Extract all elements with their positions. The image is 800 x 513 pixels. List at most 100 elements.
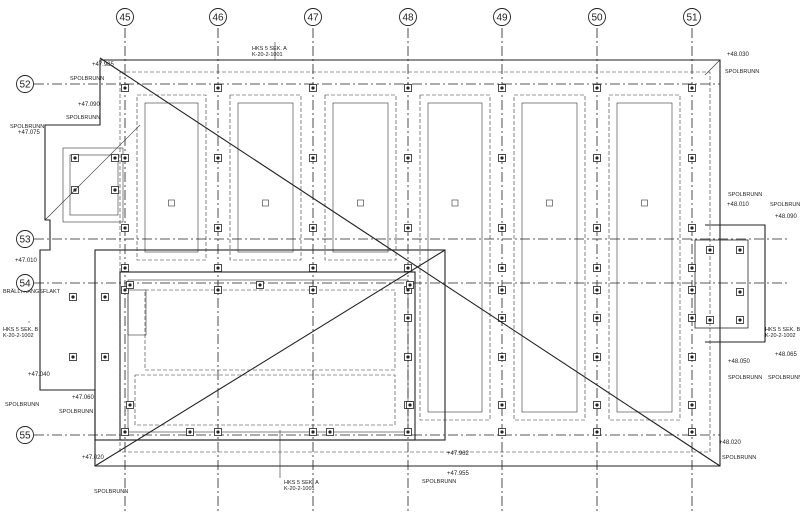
- anchor-bolt-center: [595, 403, 599, 407]
- panel-inner: [332, 102, 389, 253]
- anchor-bolt-center: [406, 288, 410, 292]
- drain-label: SPOLBRUNN: [722, 455, 756, 461]
- anchor-bolt-center: [113, 188, 117, 192]
- anchor-bolt-center: [738, 290, 742, 294]
- section-ref: K-20-2-1001: [284, 486, 315, 492]
- anchor-bolt-center: [500, 288, 504, 292]
- anchor-bolt-center: [408, 283, 412, 287]
- anchor-bolt-center: [216, 226, 220, 230]
- anchor-bolt-center: [216, 288, 220, 292]
- anchor-bolt-center: [311, 288, 315, 292]
- upper-left-pit-inner: [69, 154, 119, 216]
- anchor-bolt-center: [103, 295, 107, 299]
- grid-label-row: 52: [19, 80, 31, 91]
- upper-left-pit: [62, 147, 124, 223]
- anchor-bolt-center: [123, 288, 127, 292]
- anchor-bolt-center: [216, 86, 220, 90]
- anchor-bolt-center: [406, 156, 410, 160]
- anchor-bolt-center: [595, 266, 599, 270]
- lower-left-basin-inner: [119, 271, 416, 441]
- anchor-bolt-center: [406, 430, 410, 434]
- grid-bubble: [16, 75, 34, 93]
- right-pit-hatch: [694, 239, 749, 329]
- anchor-bolt-center: [123, 86, 127, 90]
- lower-left-basin-panel: [144, 289, 396, 371]
- anchor-bolt-center: [690, 226, 694, 230]
- anchor-bolt-center: [311, 86, 315, 90]
- grid-bubble: [493, 8, 511, 26]
- anchor-bolt-center: [123, 226, 127, 230]
- anchor-bolt-center: [690, 156, 694, 160]
- anchor-bolt-center: [690, 316, 694, 320]
- anchor-bolt-center: [406, 226, 410, 230]
- ventilation-label: BRÄLLTRÄNGSFLAKT: [3, 288, 61, 295]
- elevation: +48.090: [775, 214, 798, 220]
- panel-outline: [136, 94, 207, 261]
- section-ref: K-20-2-1002: [765, 333, 796, 339]
- anchor-bolt-center: [123, 156, 127, 160]
- anchor-bolt-center: [311, 266, 315, 270]
- inspection-box: [546, 199, 553, 207]
- anchor-bolt-center: [113, 156, 117, 160]
- elevation: +48.050: [728, 359, 751, 365]
- inspection-box: [168, 199, 175, 207]
- anchor-bolt-center: [595, 430, 599, 434]
- anchor-bolt-center: [708, 248, 712, 252]
- panel-inner: [427, 102, 483, 413]
- drain-labels: SPOLBRUNN SPOLBRUNN SPOLBRUNN SPOLBRUNN …: [3, 69, 800, 495]
- elevation: +47.985: [92, 62, 115, 68]
- drain-label: SPOLBRUNN: [728, 375, 762, 381]
- panel-outline: [324, 94, 397, 261]
- drain-label: SPOLBRUNN: [422, 479, 456, 485]
- panel-outline: [419, 94, 491, 421]
- anchor-bolt-center: [738, 248, 742, 252]
- anchor-bolt-center: [103, 355, 107, 359]
- section-ref: HKS 5 SEK. B: [3, 327, 38, 333]
- main-slab: [39, 59, 721, 467]
- inspection-box: [262, 199, 269, 207]
- beam-outline: [119, 71, 711, 453]
- anchor-bolt-center: [690, 355, 694, 359]
- slab-areas: [39, 59, 766, 467]
- drain-label: SPOLBRUNN: [70, 76, 104, 82]
- grid-label-column: 51: [686, 13, 698, 24]
- panel-outline: [229, 94, 302, 261]
- drain-label: SPOLBRUNN: [768, 375, 800, 381]
- grid-label-column: 45: [119, 13, 131, 24]
- anchor-bolt-center: [216, 156, 220, 160]
- anchor-bolt-center: [595, 226, 599, 230]
- grid-bubble: [588, 8, 606, 26]
- grid-label-column: 47: [307, 13, 319, 24]
- anchor-bolt-center: [708, 318, 712, 322]
- elevation: +48.030: [727, 52, 750, 58]
- elevation: +47.955: [447, 471, 470, 477]
- elevation: +47.075: [18, 130, 41, 136]
- grid-label-column: 48: [402, 13, 414, 24]
- anchor-bolt-center: [500, 266, 504, 270]
- section-ref: K-20-2-1001: [252, 52, 283, 58]
- drain-label: SPOLBRUNN: [725, 69, 759, 75]
- slope-line: [94, 249, 446, 467]
- anchor-bolt-center: [690, 266, 694, 270]
- anchor-bolt-center: [71, 295, 75, 299]
- anchor-bolt-center: [406, 86, 410, 90]
- anchor-bolt-center: [500, 355, 504, 359]
- elevation: +47.020: [82, 455, 105, 461]
- inspection-box: [451, 199, 459, 207]
- lower-left-basin-panel-2: [134, 374, 396, 426]
- elevation: +47.010: [15, 258, 38, 264]
- grid-bubble: [16, 230, 34, 248]
- anchor-bolt-center: [500, 156, 504, 160]
- elevation: +48.065: [775, 352, 798, 358]
- panel-inner: [237, 102, 294, 253]
- grid-bubble: [116, 8, 134, 26]
- lower-left-basin: [94, 249, 446, 441]
- anchor-bolt-center: [500, 430, 504, 434]
- grid-label-row: 55: [19, 431, 31, 442]
- anchor-bolt-center: [73, 156, 77, 160]
- anchor-bolt-center: [123, 266, 127, 270]
- elevation: +47.090: [78, 102, 101, 108]
- anchor-bolt-center: [500, 316, 504, 320]
- anchor-bolt-center: [311, 156, 315, 160]
